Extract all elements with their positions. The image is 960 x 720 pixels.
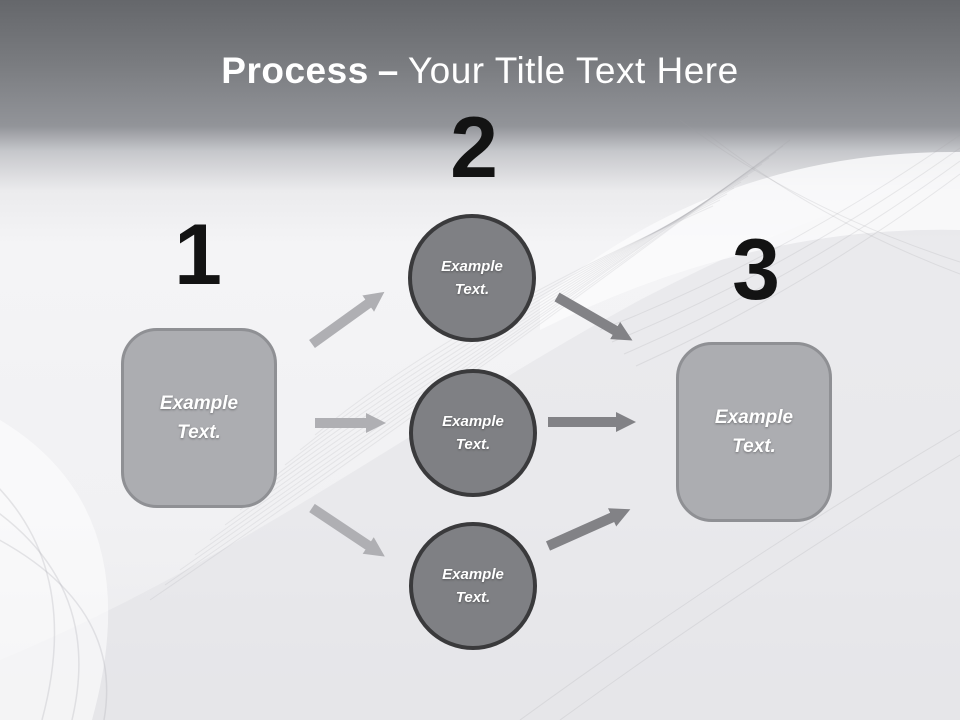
slide-title: Process–Your Title Text Here xyxy=(0,50,960,92)
arrow-circle-bottom-to-box3-icon xyxy=(545,508,631,551)
background-corner-arcs xyxy=(0,488,108,720)
step2-circle-middle-label: Example Text. xyxy=(442,412,504,453)
step-number-3: 3 xyxy=(732,222,780,318)
step2-circle-top: Example Text. xyxy=(408,214,536,342)
step-number-2: 2 xyxy=(450,100,498,196)
step3-box-label: Example Text. xyxy=(714,406,794,457)
left-corner-swoosh-shape xyxy=(0,420,109,720)
step1-box-label: Example Text. xyxy=(159,392,239,443)
title-rest: Your Title Text Here xyxy=(407,50,739,91)
arrow-box1-to-circle-bottom-icon xyxy=(309,503,385,557)
title-separator: – xyxy=(377,50,399,91)
step2-circle-bottom-label: Example Text. xyxy=(442,565,504,606)
step2-circle-middle: Example Text. xyxy=(409,369,537,497)
title-emphasis: Process xyxy=(221,50,369,91)
step-number-1: 1 xyxy=(174,207,222,303)
arrow-circle-top-to-box3-icon xyxy=(554,292,633,341)
step2-circle-top-label: Example Text. xyxy=(441,257,503,298)
step2-circle-bottom: Example Text. xyxy=(409,522,537,650)
step3-box: Example Text. xyxy=(676,342,832,522)
arrow-box1-to-circle-top-icon xyxy=(309,291,385,349)
step1-box: Example Text. xyxy=(121,328,277,508)
